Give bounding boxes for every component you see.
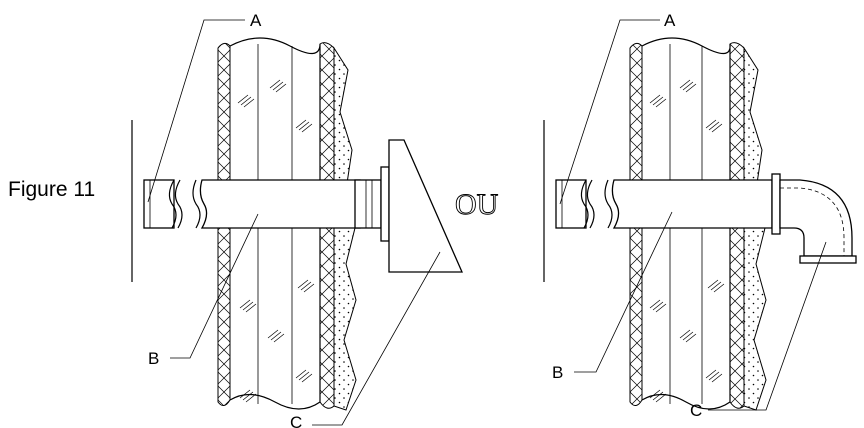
right-label-c: C bbox=[690, 401, 702, 420]
left-label-a: A bbox=[250, 11, 262, 30]
connector-word: OU bbox=[455, 188, 499, 221]
left-wall bbox=[217, 37, 357, 411]
right-callouts bbox=[559, 19, 827, 411]
left-label-b: B bbox=[148, 349, 159, 368]
left-diagram: A B C bbox=[131, 11, 463, 428]
right-label-b: B bbox=[552, 363, 563, 382]
figure-caption: Figure 11 bbox=[8, 178, 96, 201]
left-vent-pipe bbox=[143, 139, 463, 273]
right-label-a: A bbox=[664, 11, 676, 30]
left-label-c: C bbox=[290, 413, 302, 428]
left-callouts bbox=[147, 19, 441, 426]
right-diagram: A B C bbox=[543, 11, 857, 420]
right-vent-pipe bbox=[555, 173, 857, 264]
